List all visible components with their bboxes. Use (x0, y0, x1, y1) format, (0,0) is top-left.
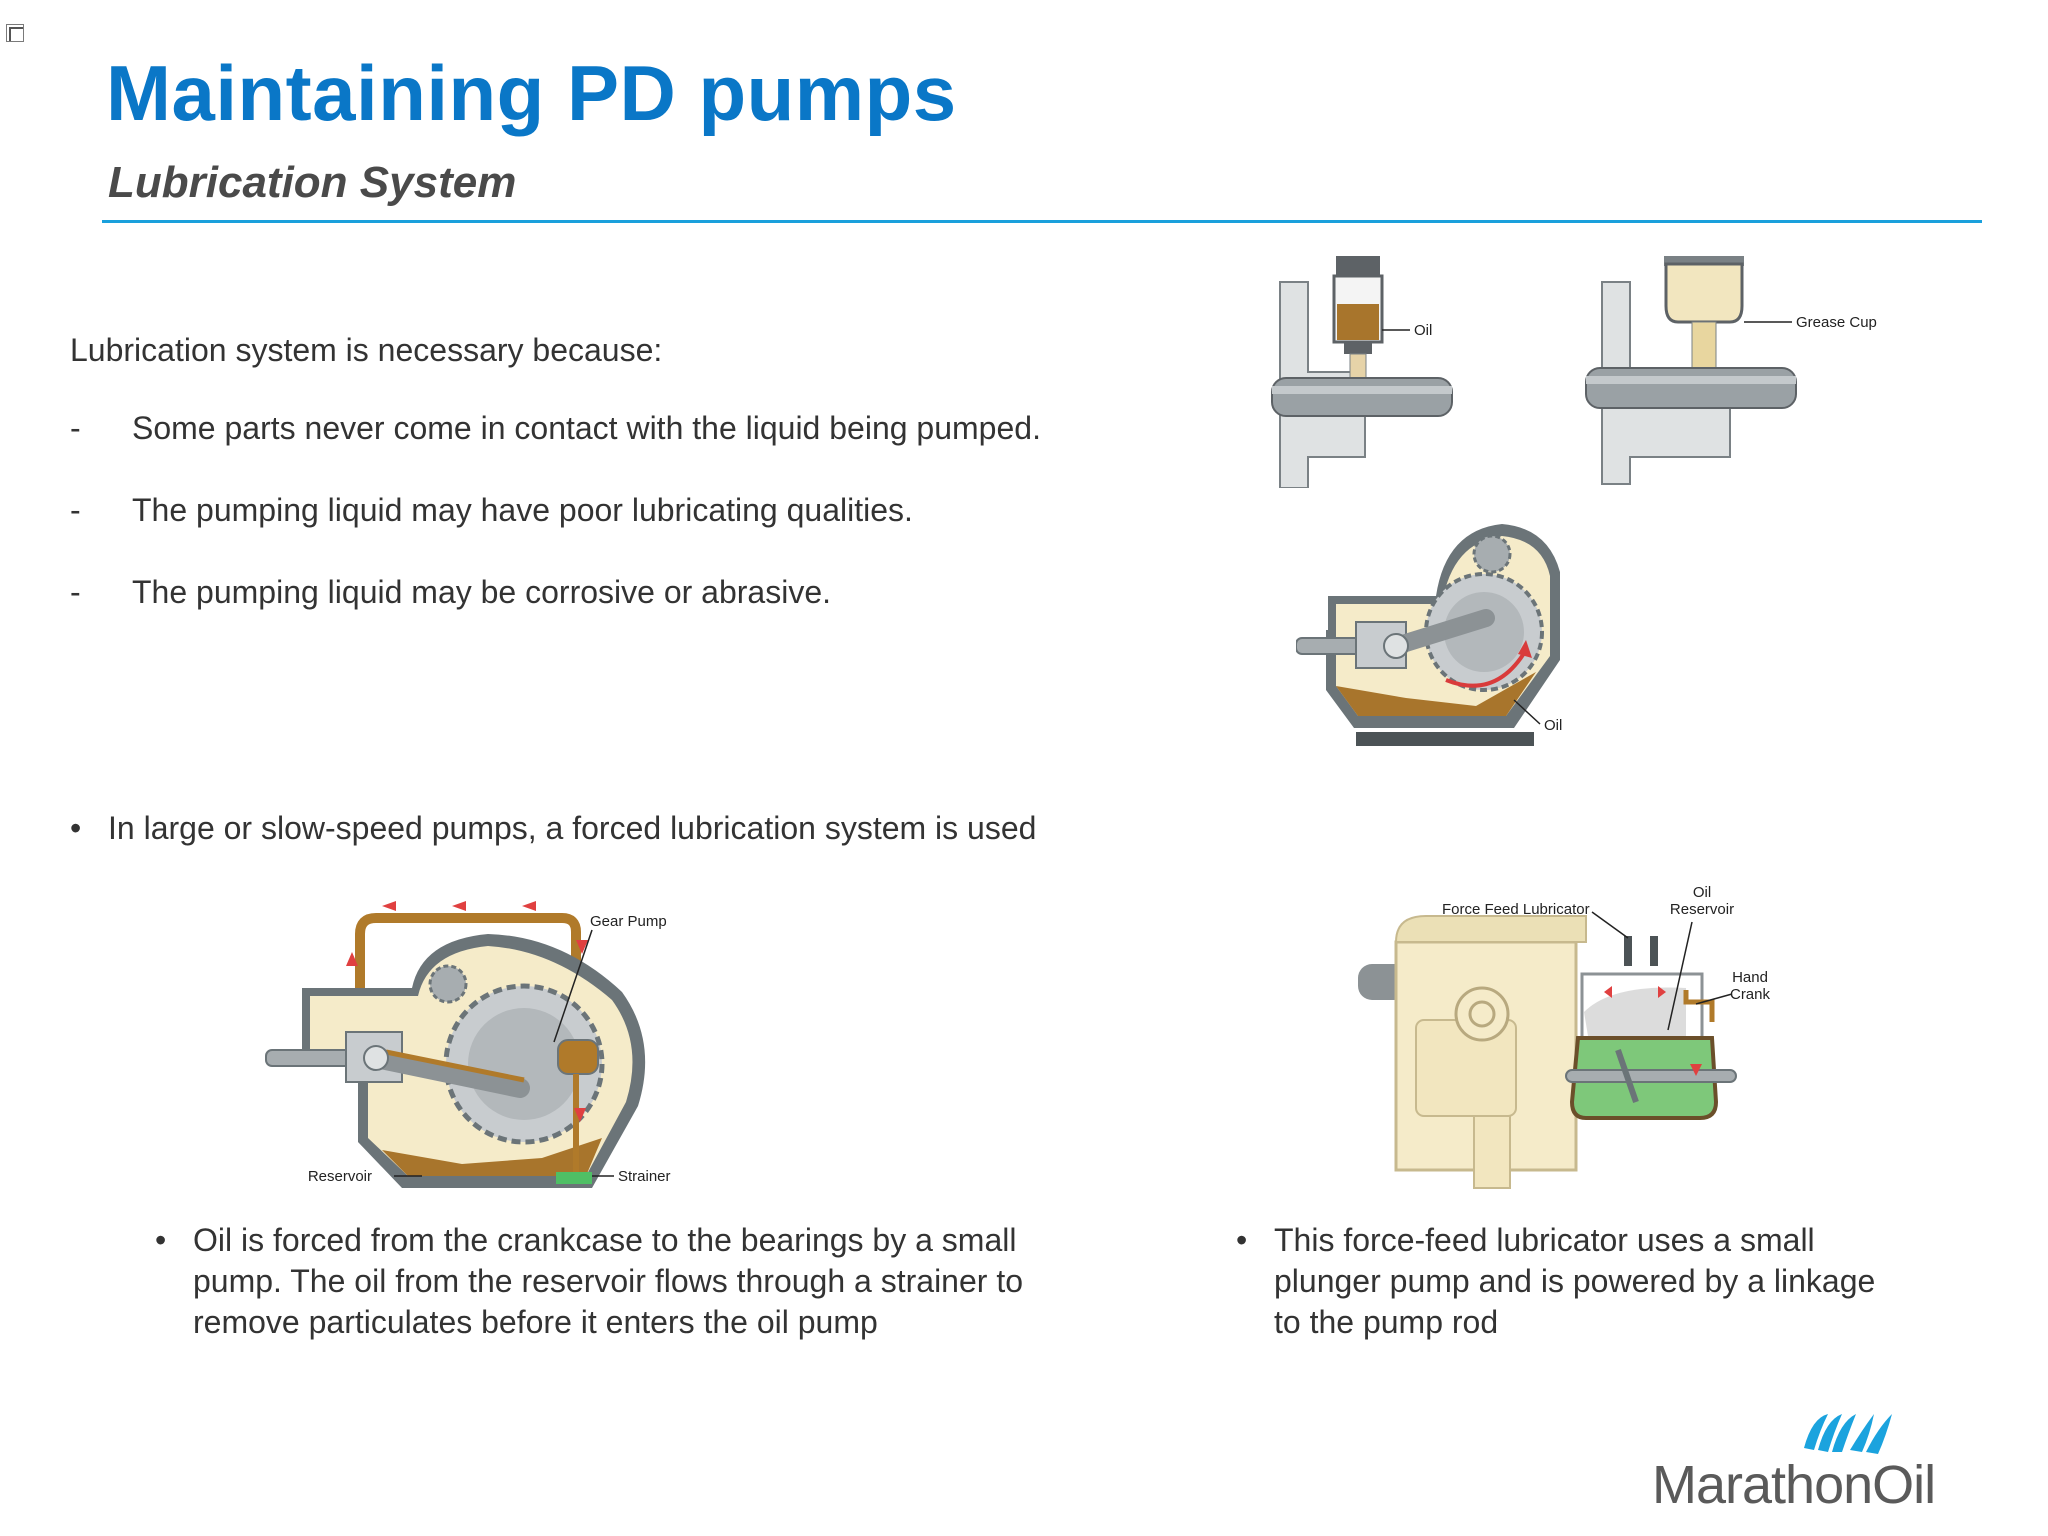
strainer-label: Strainer (618, 1168, 671, 1185)
forced-lubrication-bullet: • In large or slow-speed pumps, a forced… (70, 810, 1037, 846)
forced-lubrication-diagram: Gear Pump Reservoir Strainer (265, 901, 671, 1188)
title-divider (102, 220, 1982, 223)
list-item: - The pumping liquid may be corrosive or… (70, 574, 1200, 656)
oil-cup-diagram: Oil (1271, 256, 1453, 488)
splash-oil-label: Oil (1544, 717, 1562, 734)
splash-lubrication-diagram: Oil (1296, 524, 1562, 746)
page-subtitle: Lubrication System (108, 158, 517, 207)
hand-crank-label-line2: Crank (1730, 986, 1771, 1003)
list-item: - The pumping liquid may have poor lubri… (70, 492, 1200, 574)
intro-text: Lubrication system is necessary because: (70, 332, 663, 368)
oil-reservoir-label-line2: Reservoir (1670, 901, 1734, 918)
force-feed-label: Force Feed Lubricator (1442, 901, 1590, 918)
oil-reservoir-label-line1: Oil (1693, 884, 1711, 901)
oil-label: Oil (1414, 322, 1432, 339)
gear-pump-label: Gear Pump (590, 913, 667, 930)
list-item: - Some parts never come in contact with … (70, 410, 1200, 492)
hand-crank-label-line1: Hand (1732, 969, 1768, 986)
reason-text: The pumping liquid may have poor lubrica… (132, 492, 913, 528)
force-feed-lubricator-diagram: Force Feed Lubricator Oil Reservoir Hand… (1358, 884, 1771, 1189)
reason-text: Some parts never come in contact with th… (132, 410, 1041, 446)
marathon-oil-logo: MarathonOil (1652, 1408, 1992, 1518)
grease-cup-diagram: Grease Cup (1585, 256, 1877, 485)
force-feed-note: • This force-feed lubricator uses a smal… (1236, 1222, 1876, 1340)
grease-cup-label: Grease Cup (1796, 314, 1877, 331)
reservoir-label: Reservoir (308, 1168, 372, 1185)
page-title: Maintaining PD pumps (106, 49, 957, 137)
reasons-list: - Some parts never come in contact with … (70, 410, 1200, 656)
forced-lubrication-note: • Oil is forced from the crankcase to th… (155, 1222, 1023, 1340)
marathon-wave-icon (1804, 1414, 1892, 1454)
checkbox-icon (6, 24, 24, 42)
reason-text: The pumping liquid may be corrosive or a… (132, 574, 831, 610)
brand-name: MarathonOil (1652, 1455, 1936, 1515)
